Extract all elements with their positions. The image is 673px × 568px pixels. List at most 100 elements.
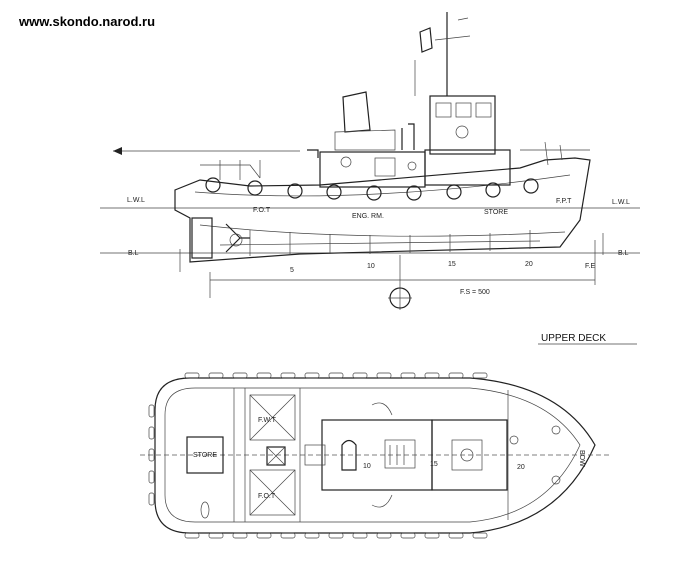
upper-deck-title: UPPER DECK	[541, 333, 606, 344]
frame-10-label: 10	[367, 263, 375, 270]
bl-label-left: B.L	[128, 250, 139, 257]
plan-frame-20-label: 20	[517, 464, 525, 471]
fot-tank	[249, 469, 296, 516]
fender-pad	[424, 372, 440, 379]
plan-frame-15-label: 15	[430, 461, 438, 468]
wheelhouse-window	[435, 102, 452, 118]
propeller-hub	[229, 233, 243, 247]
fender-pad	[472, 532, 488, 539]
bitt-icon	[509, 435, 519, 445]
fender-pad	[448, 372, 464, 379]
plan-frame-10-label: 10	[363, 463, 371, 470]
propeller-icon	[225, 223, 250, 253]
door-swing-icon	[371, 494, 393, 508]
fender-pad	[280, 532, 296, 539]
skylight	[304, 444, 326, 466]
fender-pad	[256, 532, 272, 539]
ventilator-icon	[401, 123, 415, 150]
steering-wheel-icon	[460, 448, 474, 462]
fot-label-plan: F.O.T	[258, 493, 276, 500]
fot-aft-label: F.O.T	[253, 207, 271, 214]
fender-pad	[328, 532, 344, 539]
fender-pad	[400, 372, 416, 379]
keel-line	[219, 240, 541, 246]
funnel-plan	[341, 439, 357, 471]
profile-view: L.W.L L.W.L B.L B.L F.E F.O.T F.P.T ENG.…	[100, 12, 640, 310]
bulwark-outline	[164, 387, 581, 523]
fender-pad	[424, 532, 440, 539]
hull-outline	[174, 157, 591, 263]
plan-view: UPPER DECK STORE F.W.T F.O.T	[140, 333, 637, 539]
porthole-icon	[407, 161, 417, 171]
wheelhouse	[429, 95, 496, 155]
fender-pad	[148, 470, 155, 484]
frame-5-label: 5	[290, 267, 294, 274]
frame-20-label: 20	[525, 261, 533, 268]
wheelhouse-window	[475, 102, 492, 118]
frame-ticks	[249, 230, 531, 256]
store-label: STORE	[484, 209, 508, 216]
fender-pad	[280, 372, 296, 379]
fender-pad	[352, 372, 368, 379]
fender-pad	[232, 532, 248, 539]
fender-pad	[304, 532, 320, 539]
fender-pad	[184, 532, 200, 539]
fender-pad	[184, 372, 200, 379]
fender-pad	[376, 372, 392, 379]
mast-yard	[434, 35, 471, 41]
deckhouse-door	[374, 157, 396, 177]
frame-spacing-label: F.S = 500	[460, 289, 490, 296]
lwl-label-right: L.W.L	[612, 199, 630, 206]
porthole-icon	[340, 156, 352, 168]
hatch-x-icon	[266, 446, 286, 466]
fender-pad	[448, 532, 464, 539]
fwd-rails	[520, 141, 590, 166]
porthole-icon	[455, 125, 469, 139]
funnel	[342, 91, 371, 133]
bitt-icon	[551, 425, 561, 435]
tank-x-icon	[249, 394, 296, 441]
sheer-line	[194, 174, 571, 197]
console-plan	[451, 439, 483, 471]
store-label-plan: STORE	[193, 452, 217, 459]
arrow-head-icon	[113, 147, 122, 155]
fender-pad	[148, 426, 155, 440]
engine-hatch	[384, 439, 416, 469]
fender-pad	[208, 372, 224, 379]
tyre-fenders	[205, 177, 539, 201]
fender-pad	[352, 532, 368, 539]
website-watermark: www.skondo.narod.ru	[19, 14, 156, 29]
deckhouse-lower	[319, 151, 426, 188]
fender-pad	[208, 532, 224, 539]
tank-x-icon	[249, 469, 296, 516]
fender-pad	[472, 372, 488, 379]
tank-top-line	[199, 224, 566, 237]
fender-pad	[256, 372, 272, 379]
store-hatch	[186, 436, 224, 474]
eng-rm-label: ENG. RM.	[352, 213, 384, 220]
aft-bulwark-rails	[200, 160, 261, 180]
fender-pad	[148, 492, 155, 506]
bow-label: BOW	[578, 450, 585, 467]
wheelhouse-plan	[431, 419, 508, 491]
fwt-label: F.W.T	[258, 417, 277, 424]
funnel-casing	[334, 129, 396, 151]
deck-outline	[154, 377, 596, 534]
fender-pad	[304, 372, 320, 379]
rudder	[191, 217, 213, 259]
fender-pad	[376, 532, 392, 539]
mast-light	[457, 17, 469, 21]
fpt-label: F.P.T	[556, 198, 572, 205]
ventilator-icon	[307, 149, 319, 158]
fwt-tank	[249, 394, 296, 441]
fender-pad	[328, 372, 344, 379]
door-swing-icon	[371, 402, 393, 416]
bl-label-right: B.L	[618, 250, 629, 257]
bitt-icon	[551, 475, 561, 485]
deckhouse-forward	[424, 149, 511, 186]
fe-label: F.E	[585, 263, 595, 270]
fender-pad	[232, 372, 248, 379]
fender-pad	[148, 448, 155, 462]
frame-15-label: 15	[448, 261, 456, 268]
